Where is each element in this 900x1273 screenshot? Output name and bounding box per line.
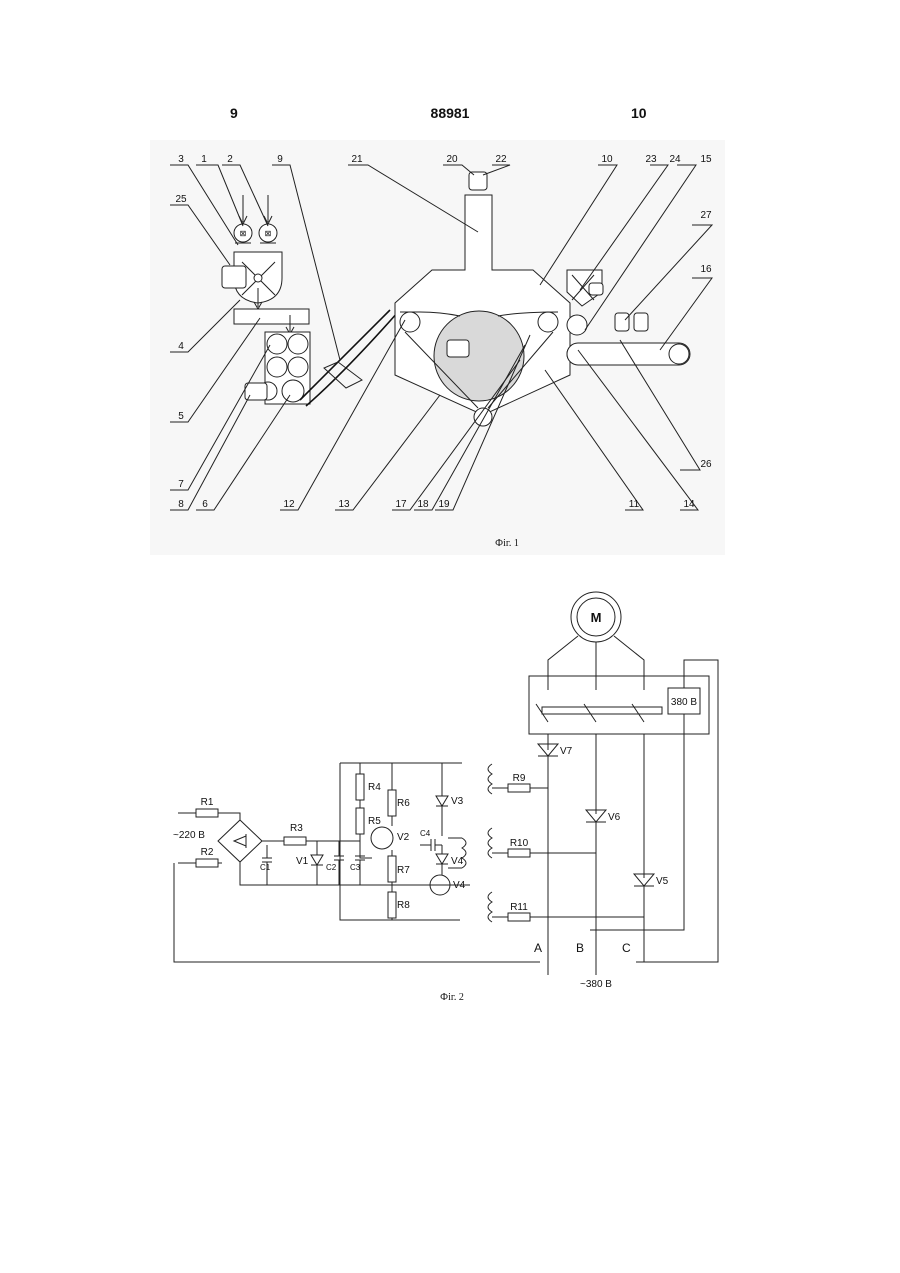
r10-label: R10: [510, 838, 529, 849]
phase-a: A: [534, 941, 542, 955]
c1-label: C1: [260, 863, 271, 872]
v2-label: V2: [397, 832, 410, 843]
fig1-label: 16: [700, 264, 712, 275]
fig1-label: 8: [178, 499, 184, 510]
svg-text:⊠: ⊠: [240, 229, 247, 238]
fig1-label: 12: [283, 499, 295, 510]
fig1-label: 4: [178, 341, 184, 352]
figure-2-schematic: M 380 В V7 V6 V5 A B C ~380 В: [173, 592, 718, 1003]
r4-label: R4: [368, 782, 381, 793]
fig1-label: 5: [178, 411, 184, 422]
fig1-label: 17: [395, 499, 407, 510]
svg-text:V6: V6: [608, 812, 621, 823]
c2-label: C2: [326, 863, 337, 872]
fig1-label: 7: [178, 479, 184, 490]
r11-label: R11: [510, 902, 528, 913]
figure-2-caption: Фіг. 2: [440, 992, 464, 1003]
v4-transistor-label: V4: [453, 880, 466, 891]
r6-label: R6: [397, 798, 410, 809]
fig1-label: 24: [669, 154, 681, 165]
r5-label: R5: [368, 816, 381, 827]
fig1-label: 2: [227, 154, 233, 165]
c3-label: C3: [350, 863, 361, 872]
fig1-label: 23: [645, 154, 657, 165]
fig1-label: 3: [178, 154, 184, 165]
fig1-label: 22: [495, 154, 507, 165]
r8-label: R8: [397, 900, 410, 911]
svg-text:⊠: ⊠: [265, 229, 272, 238]
r1-label: R1: [201, 797, 214, 808]
fig1-label: 6: [202, 499, 208, 510]
fig1-label: 15: [700, 154, 712, 165]
fig1-label: 11: [629, 499, 640, 510]
fig1-label: 27: [700, 210, 712, 221]
triac-v7: V7: [538, 744, 573, 757]
figure-1-drawing: ⊠ ⊠: [150, 140, 725, 555]
v3-label: V3: [451, 796, 464, 807]
phase-b: B: [576, 941, 584, 955]
fig1-label: 14: [683, 499, 695, 510]
figure-1-caption: Фіг. 1: [495, 538, 519, 549]
triac-v5: V5: [634, 874, 669, 887]
c4-label: C4: [420, 829, 431, 838]
fig1-label: 18: [417, 499, 429, 510]
fig1-label: 25: [175, 194, 187, 205]
fig1-label: 13: [338, 499, 350, 510]
r7-label: R7: [397, 865, 410, 876]
motor-label: M: [591, 610, 602, 625]
triac-v6: V6: [586, 810, 621, 823]
r2-label: R2: [201, 847, 214, 858]
r3-label: R3: [290, 823, 303, 834]
fig1-label: 19: [438, 499, 450, 510]
relay-voltage: 380 В: [671, 697, 697, 708]
v1-label: V1: [296, 856, 309, 867]
supply-220v: ~220 В: [173, 830, 205, 841]
fig1-label: 21: [351, 154, 363, 165]
r9-label: R9: [513, 773, 526, 784]
svg-text:V7: V7: [560, 746, 573, 757]
supply-380v: ~380 В: [580, 979, 612, 990]
fig1-label: 26: [700, 459, 712, 470]
fig1-label: 20: [446, 154, 458, 165]
fig1-label: 1: [201, 154, 207, 165]
svg-text:V5: V5: [656, 876, 669, 887]
fig1-label: 10: [601, 154, 613, 165]
phase-c: C: [622, 941, 631, 955]
fig1-label: 9: [277, 154, 283, 165]
